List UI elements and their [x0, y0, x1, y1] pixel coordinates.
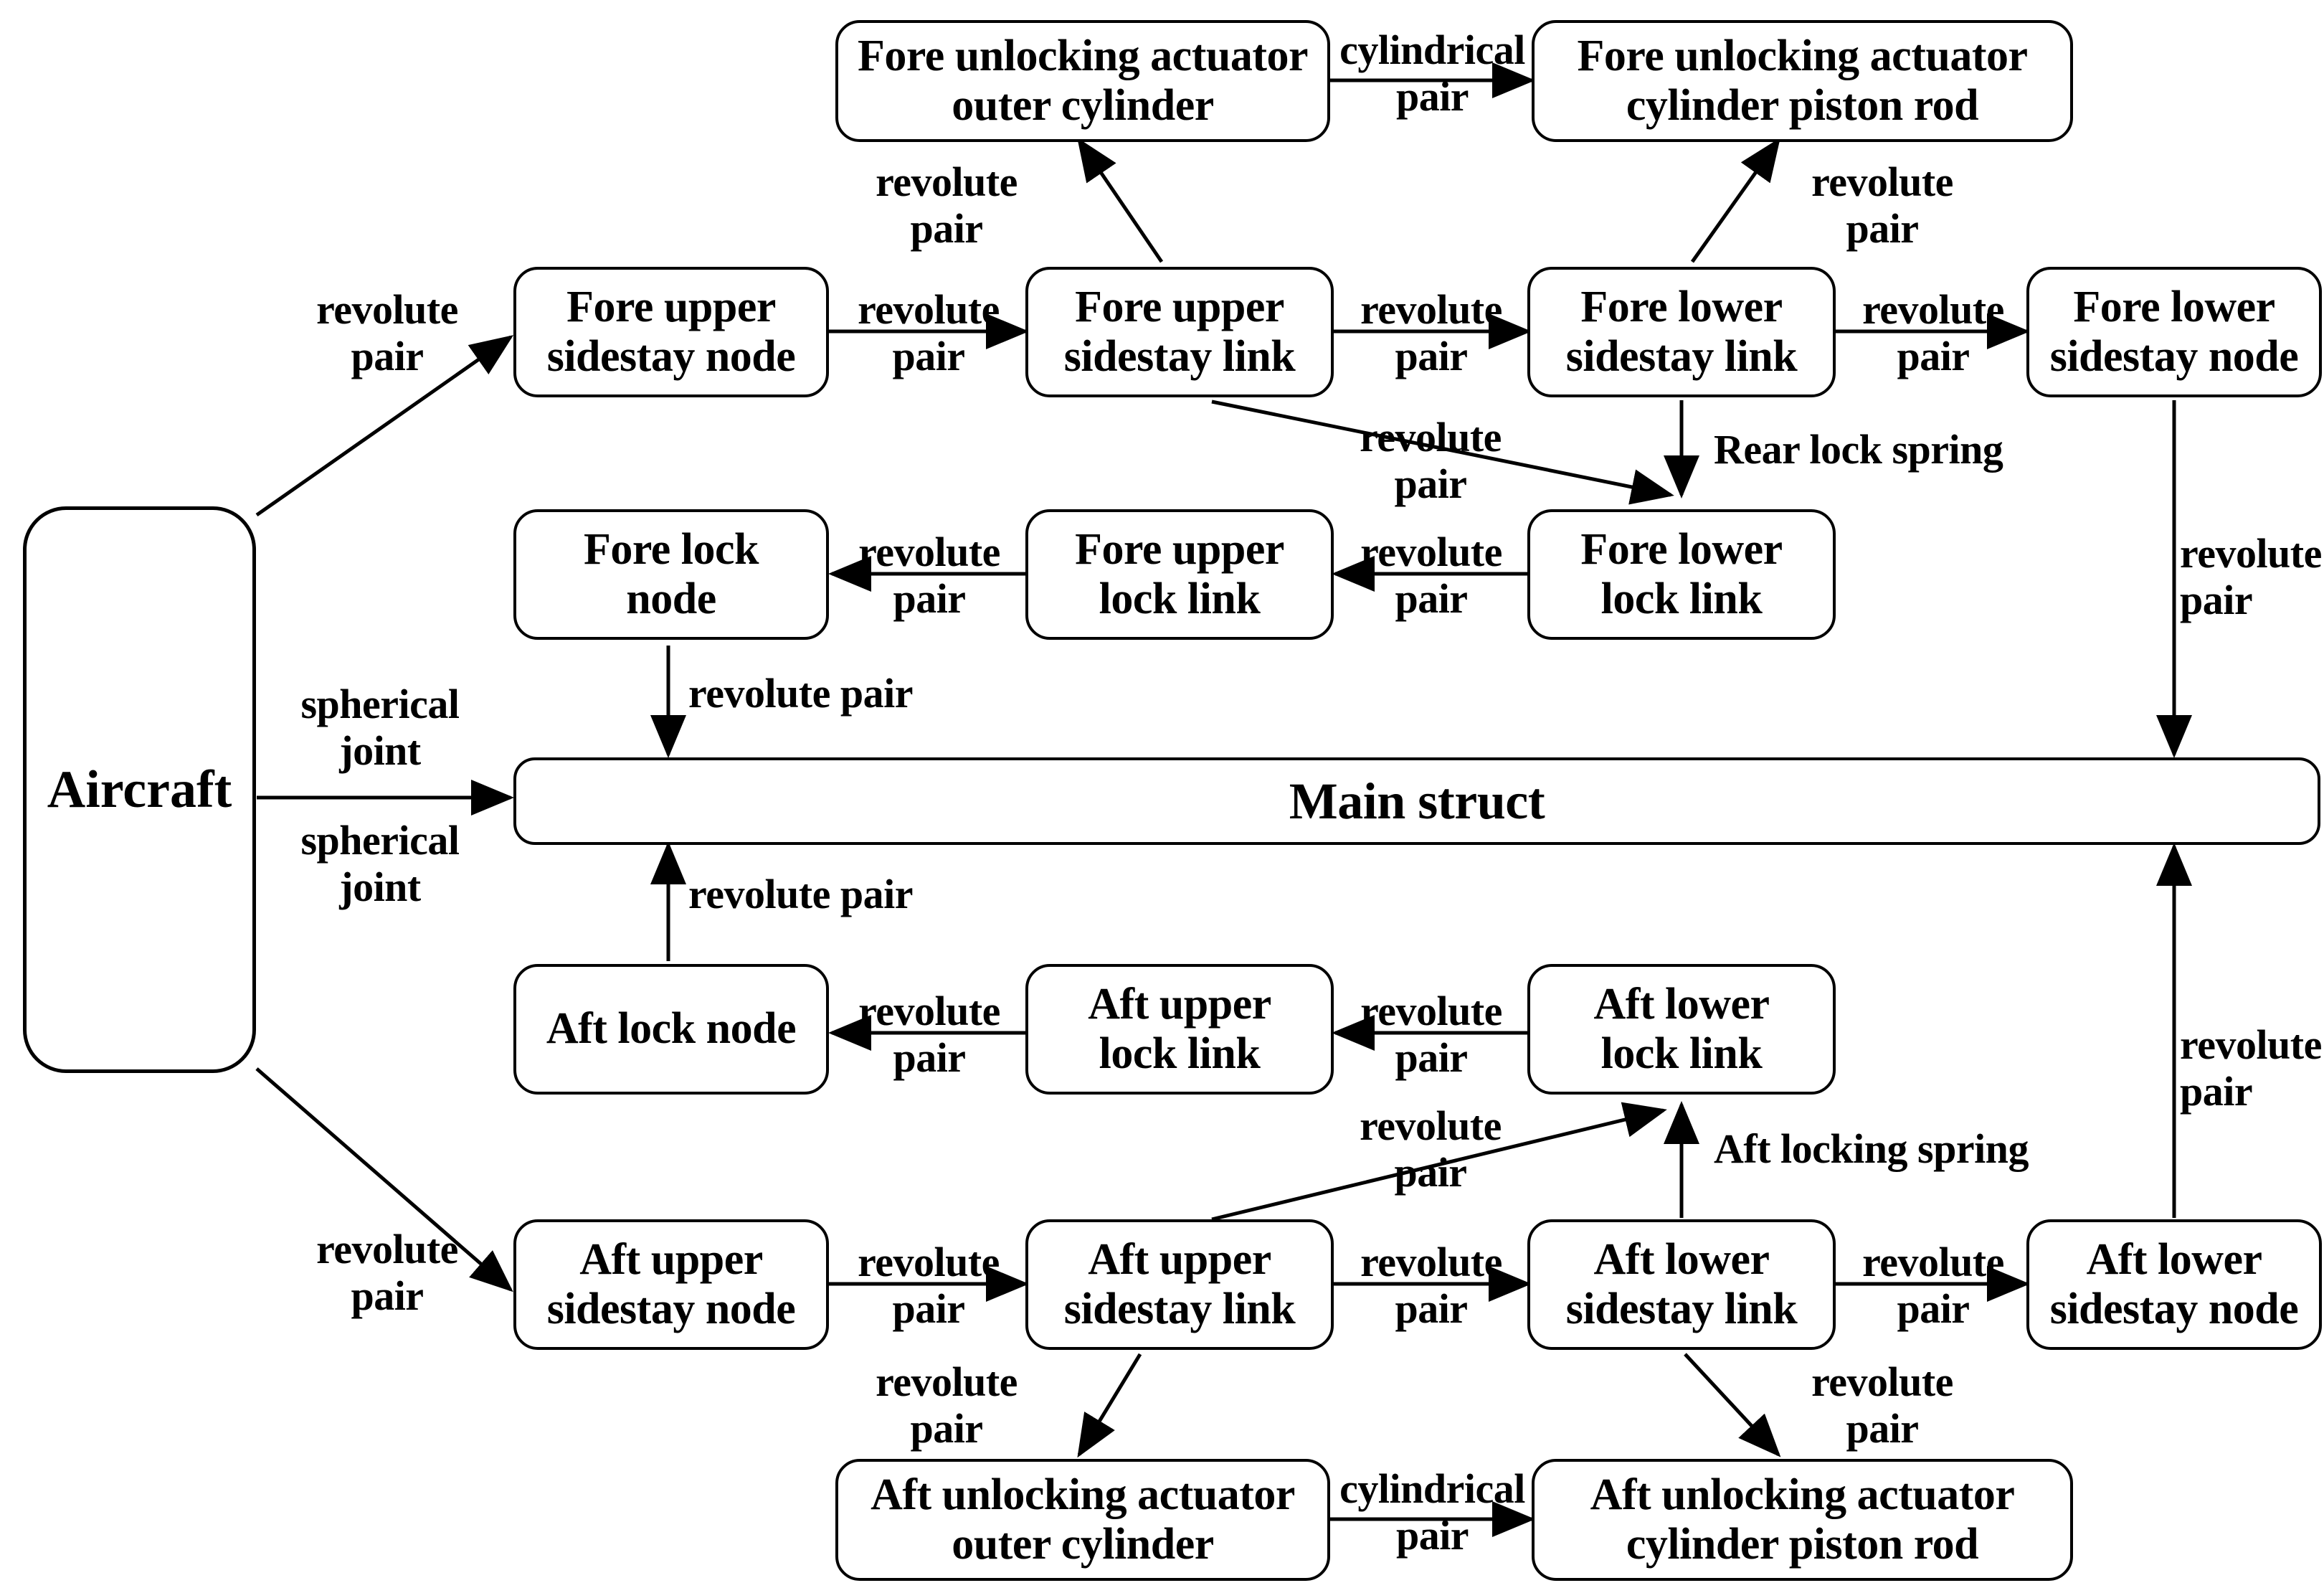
node-aircraft-label: Aircraft — [47, 760, 232, 819]
edge-aircraft-to-aft-upper-sidestay-node — [255, 1067, 513, 1292]
node-main-struct-label: Main struct — [1289, 772, 1545, 830]
edge-aft-upper-link-to-aft-unlock-cylinder — [1077, 1353, 1142, 1458]
edge-fore-upper-link-to-fore-lower-lock-link — [1211, 400, 1674, 505]
edge-label-aft-locking-spring: Aft locking spring — [1714, 1125, 2029, 1172]
edge-label-aft-lock-node-to-main-struct: revolute pair — [688, 871, 913, 917]
node-aft-lock-node-label: Aft lock node — [546, 1004, 797, 1054]
node-aft-lock-node[interactable]: Aft lock node — [513, 964, 829, 1095]
edge-label-fore-lock-node-to-main-struct: revolute pair — [688, 670, 913, 717]
edge-label-rear-lock-spring: Rear lock spring — [1714, 426, 2003, 473]
edge-aft-upper-link-to-aft-lower-lock-link — [1211, 1102, 1667, 1221]
edge-fore-lower-link-to-fore-unlock-rod — [1690, 137, 1780, 263]
node-aircraft[interactable]: Aircraft — [23, 506, 256, 1073]
node-main-struct[interactable]: Main struct — [513, 757, 2320, 845]
edge-fore-upper-link-to-fore-unlock-cylinder — [1077, 137, 1164, 263]
edge-aircraft-to-fore-upper-sidestay-node — [255, 335, 514, 517]
edge-aft-lower-link-to-aft-unlock-rod — [1684, 1353, 1781, 1457]
